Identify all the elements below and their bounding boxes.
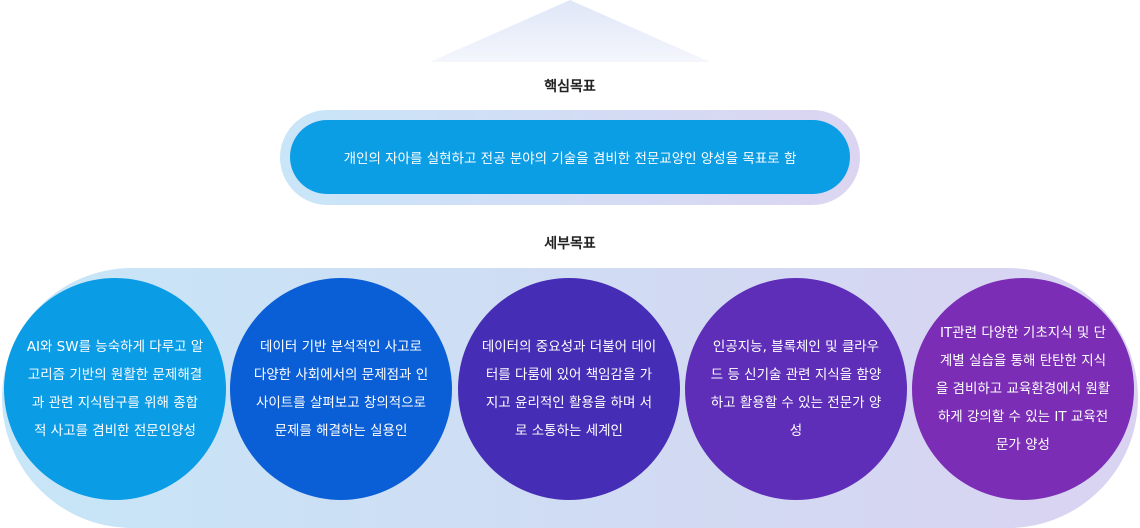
top-arrow-shape (430, 0, 710, 62)
core-goal-heading: 핵심목표 (544, 79, 596, 95)
detail-goals-heading: 세부목표 (544, 236, 596, 252)
detail-goal-4: 인공지능, 블록체인 및 클라우드 등 신기술 관련 지식을 함양하고 활용할 … (685, 278, 907, 500)
core-goal-text: 개인의 자아를 실현하고 전공 분야의 기술을 겸비한 전문교양인 양성을 목표… (290, 120, 850, 194)
detail-goal-1: AI와 SW를 능숙하게 다루고 알고리즘 기반의 원활한 문제해결과 관련 지… (4, 278, 226, 500)
detail-goal-5: IT관련 다양한 기초지식 및 단계별 실습을 통해 탄탄한 지식을 겸비하고 … (912, 278, 1134, 500)
detail-goal-2: 데이터 기반 분석적인 사고로 다양한 사회에서의 문제점과 인사이트를 살펴보… (230, 278, 452, 500)
detail-goal-3: 데이터의 중요성과 더불어 데이터를 다룸에 있어 책임감을 가지고 윤리적인 … (458, 278, 680, 500)
